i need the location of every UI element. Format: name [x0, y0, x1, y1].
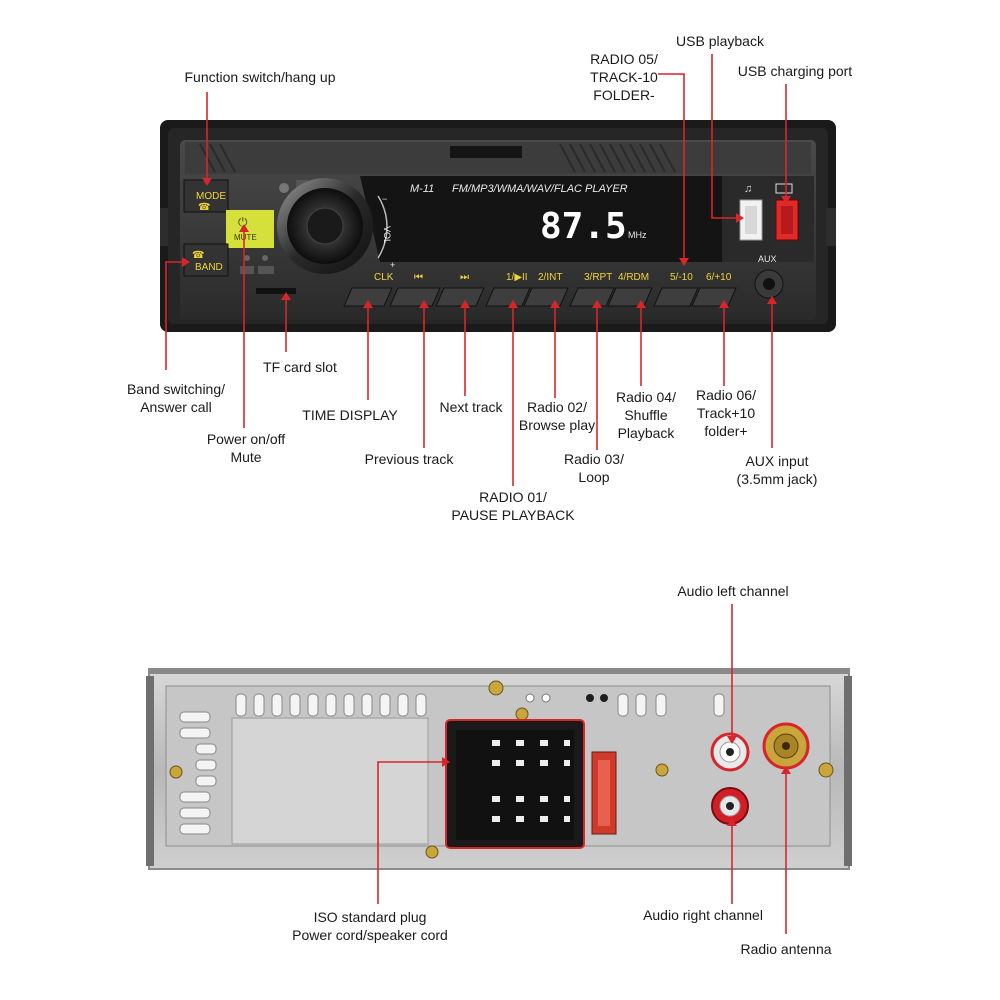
battery-icon [775, 183, 793, 194]
btn1-button[interactable] [485, 287, 531, 307]
formats-label: FM/MP3/WMA/WAV/FLAC PLAYER [452, 183, 628, 195]
music-note-icon: ♫ [744, 183, 752, 195]
prev-button[interactable] [389, 287, 441, 307]
vol-label: VOL [382, 226, 392, 244]
next-track-label: Next track [439, 399, 503, 415]
vol-plus-label: + [390, 260, 395, 270]
prev-track-label: Previous track [364, 451, 454, 467]
clk-button[interactable] [343, 287, 393, 307]
lcd-display [360, 176, 730, 262]
btn2-button[interactable] [523, 287, 569, 307]
mute-button-label: MUTE [234, 233, 257, 242]
tf-card-label: TF card slot [263, 359, 337, 375]
usb-playback-label: USB playback [676, 33, 764, 49]
power-icon: ⏻ [238, 215, 248, 229]
prev-button-label: ⏮ [414, 272, 423, 283]
band-switching-label: Band switching/Answer call [126, 381, 226, 415]
audio-right-label: Audio right channel [643, 907, 763, 923]
rear-callout-lines [377, 604, 787, 934]
function-switch-label: Function switch/hang up [184, 69, 336, 85]
model-label: M-11 [410, 183, 434, 195]
vol-minus-label: − [382, 194, 387, 204]
aux-label: AUX [758, 254, 777, 264]
tf-card-slot[interactable] [256, 288, 296, 294]
radio02-label: Radio 02/Browse play [518, 399, 596, 433]
aux-input-label: AUX input(3.5mm jack) [736, 453, 818, 487]
front-callout-lines [165, 54, 787, 486]
next-button[interactable] [435, 287, 485, 307]
radio-antenna-label: Radio antenna [740, 941, 832, 957]
phone-answer-icon: ☎ [192, 250, 204, 261]
btn6-button[interactable] [691, 287, 737, 307]
radio01-label: RADIO 01/PAUSE PLAYBACK [451, 489, 575, 523]
time-display-label: TIME DISPLAY [302, 407, 398, 423]
radio03-label: Radio 03/Loop [564, 451, 624, 485]
btn1-label: 1/▶II [506, 272, 528, 283]
mute-button[interactable] [226, 210, 274, 248]
btn3-label: 3/RPT [584, 272, 612, 283]
frequency-readout: 87.5 [540, 206, 627, 247]
audio-left-label: Audio left channel [677, 583, 789, 599]
btn3-button[interactable] [569, 287, 615, 307]
band-button-label: BAND [195, 262, 223, 273]
mode-button-label: MODE [196, 191, 226, 202]
cd-slot [450, 146, 522, 158]
next-button-label: ⏭ [460, 272, 469, 283]
btn6-label: 6/+10 [706, 272, 732, 283]
frequency-unit: MHz [628, 230, 647, 240]
btn4-label: 4/RDM [618, 272, 649, 283]
btn4-button[interactable] [607, 287, 653, 307]
btn2-label: 2/INT [538, 272, 562, 283]
clk-button-label: CLK [374, 272, 394, 283]
phone-hangup-icon: ☎ [198, 202, 210, 213]
usb-charging-label: USB charging port [737, 63, 853, 79]
btn5-label: 5/-10 [670, 272, 693, 283]
btn5-button[interactable] [653, 287, 699, 307]
